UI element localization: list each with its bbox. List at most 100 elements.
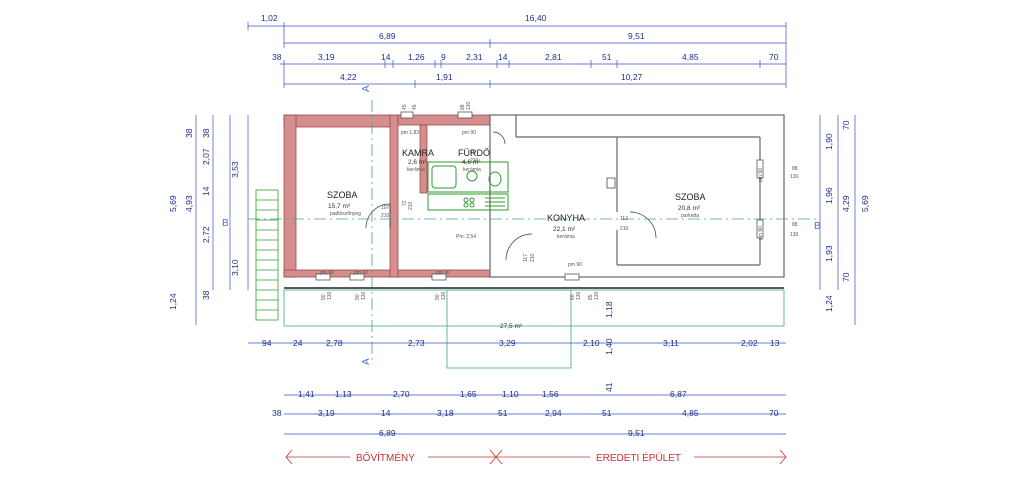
opening-label: 60 [570, 294, 576, 300]
opening-label: pm 1,83 [401, 130, 419, 136]
top-dim-3-11: 70 [769, 52, 779, 62]
section-mark-b-left: B [222, 218, 229, 229]
top-dim-1-1: 1,02 [261, 13, 278, 23]
room-1-name: SZOBA [327, 190, 358, 200]
room-2-area: 2,6 m² [408, 159, 427, 166]
opening-label: 210 [408, 201, 414, 210]
right-dim-inner-4: 1,93 [824, 245, 834, 262]
opening-label: pm 90 [462, 130, 476, 136]
room-labels: SZOBA 15,7 m² padlószőnyeg KAMRA 2,6 m² … [327, 148, 706, 330]
left-dim-outer-1: 5,69 [168, 195, 178, 212]
room-4-name: KONYHA [547, 213, 585, 223]
opening-label: 90 [435, 294, 441, 300]
top-dim-3-5: 9 [441, 52, 446, 62]
opening-label: 85 [470, 150, 476, 156]
bottom-dim-2-6: 1,56 [542, 389, 559, 399]
bathroom-fixtures [427, 161, 509, 211]
opening-label: 130 [361, 291, 367, 300]
right-dim-inner-1: 70 [841, 120, 851, 130]
room-2-note: kerámia [407, 167, 425, 173]
top-dim-4-2: 1,91 [436, 72, 453, 82]
top-dim-3-1: 38 [272, 52, 282, 62]
bottom-dim-1-5: 3,29 [499, 338, 516, 348]
top-dimension-chains: 1,02 16,40 6,89 9,51 38 3,19 14 1,26 9 2… [247, 13, 787, 88]
room-4-note: kerámia [557, 234, 575, 240]
room-1-area: 15,7 m² [328, 203, 351, 210]
room-4-area: 22,1 m² [553, 226, 576, 233]
bottom-dim-3-5: 51 [498, 408, 508, 418]
opening-label: 90 [321, 294, 327, 300]
right-dim-outer-2: 1,24 [824, 295, 834, 312]
opening-label: 107 [381, 205, 390, 211]
bottom-dim-1-3: 2,78 [326, 338, 343, 348]
opening-label: 88 [460, 104, 466, 110]
bottom-dimension-chains: 94 24 2,78 2,73 3,29 2,10 1,40 3,11 2,02… [248, 301, 786, 438]
bottom-dim-2-3: 2,70 [393, 389, 410, 399]
opening-label: 90 [355, 294, 361, 300]
bottom-dim-3-4: 3,18 [437, 408, 454, 418]
top-dim-3-9: 51 [602, 52, 612, 62]
opening-label: 112 [620, 216, 628, 222]
room-5-area: 20,8 m² [678, 205, 701, 212]
misc-dim-1: 1,18 [604, 301, 614, 318]
opening-label: 130 [594, 291, 600, 300]
left-dim-inner-3: 14 [201, 186, 211, 196]
section-marks: A A B B [222, 85, 821, 365]
opening-label: 85 [588, 294, 594, 300]
room-5-note: parketta [681, 213, 699, 219]
opening-label: 210 [381, 213, 390, 219]
opening-label: pm 60 [354, 270, 368, 276]
top-dim-4-1: 4,22 [340, 72, 357, 82]
top-dim-3-3: 14 [381, 52, 391, 62]
stairs [255, 189, 279, 321]
top-dim-3-2: 3,19 [318, 52, 335, 62]
right-dim-inner-2: 1,90 [824, 133, 834, 150]
top-dim-1-2: 16,40 [525, 13, 547, 23]
bottom-dim-2-2: 1,13 [335, 389, 352, 399]
bottom-dim-2-1: 1,41 [298, 389, 315, 399]
opening-label: pm 90 [758, 226, 764, 240]
left-dim-inner-2: 2,07 [201, 148, 211, 165]
opening-label: 130 [441, 291, 447, 300]
top-dim-2-2: 9,51 [628, 31, 645, 41]
room-3-note: kerámia [463, 167, 481, 173]
left-dim-outer-2: 1,24 [168, 293, 178, 310]
bottom-dim-2-5: 1,10 [502, 389, 519, 399]
opening-label: 88 [792, 166, 798, 172]
opening-label: pm 90 [320, 270, 334, 276]
room-5-name: SZOBA [675, 192, 706, 202]
top-dim-4-3: 10,27 [621, 72, 643, 82]
bottom-dim-1-6: 2,10 [583, 338, 600, 348]
bottom-dim-1-7: 1,40 [604, 338, 614, 355]
opening-label: 45 [402, 104, 408, 110]
opening-label: pm 90 [758, 168, 764, 182]
bottom-dim-1-10: 13 [770, 338, 780, 348]
top-dim-3-6: 2,31 [466, 52, 483, 62]
left-dim-inner-1: 38 [184, 128, 194, 138]
extension-walls [283, 114, 491, 278]
opening-label: 130 [327, 291, 333, 300]
bottom-dim-3-1: 38 [272, 408, 282, 418]
bottom-dim-2-7: 6,87 [670, 389, 687, 399]
right-dimension-chains: 70 1,90 1,96 1,93 70 4,29 5,69 1,24 [819, 115, 870, 325]
opening-label: 130 [790, 174, 799, 180]
top-dim-3-7: 14 [498, 52, 508, 62]
right-dim-inner-5: 70 [841, 272, 851, 282]
room-2-name: KAMRA [402, 148, 434, 158]
bottom-dim-4-1: 6,89 [379, 428, 396, 438]
top-dim-2-1: 6,89 [379, 31, 396, 41]
original-walls [489, 114, 785, 278]
bottom-dim-4-2: 9,51 [628, 428, 645, 438]
label-original-building: EREDETI ÉPÜLET [596, 451, 681, 464]
opening-label: 88 [792, 222, 798, 228]
left-dim-inner-5: 38 [201, 128, 211, 138]
section-mark-b-right: B [814, 221, 821, 232]
left-dim-inner-6: 3,10 [230, 259, 240, 276]
opening-label: 210 [530, 253, 536, 262]
right-dim-mid-1: 4,29 [841, 195, 851, 212]
opening-label: pm 90 [568, 262, 582, 268]
bottom-dim-1-2: 24 [293, 338, 303, 348]
right-dim-inner-3: 1,96 [824, 187, 834, 204]
building-part-labels: BŐVÍTMÉNY EREDETI ÉPÜLET [285, 449, 787, 465]
